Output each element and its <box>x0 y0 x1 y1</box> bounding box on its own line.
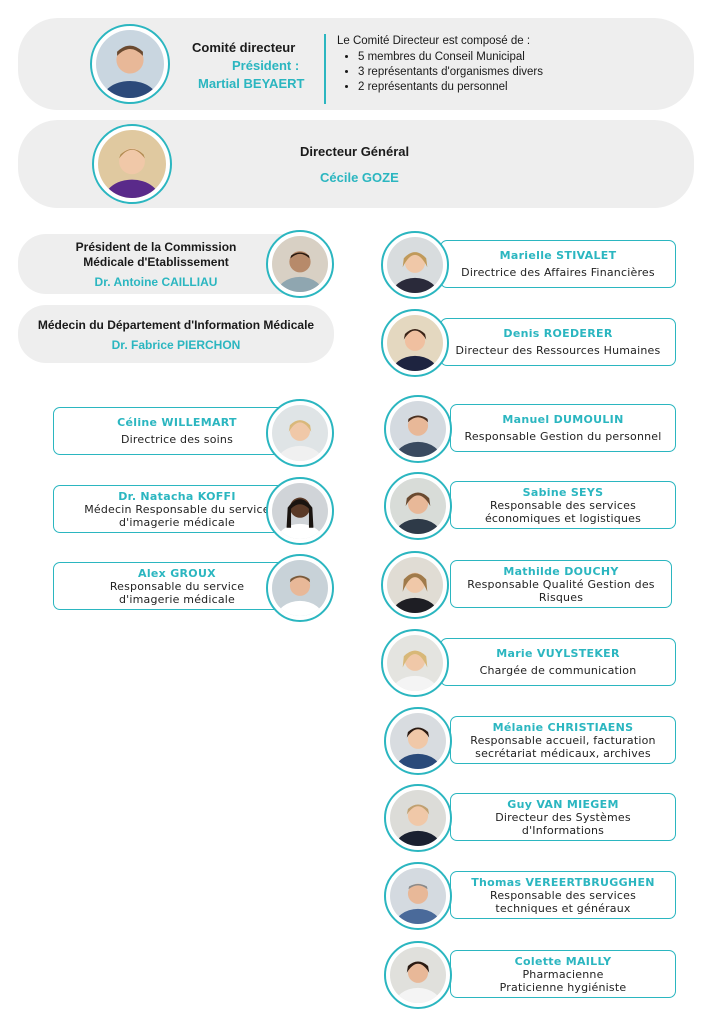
card-right-3: Sabine SEYS Responsable des services éco… <box>450 481 676 529</box>
card-right-8: Thomas VEREERTBRUGGHEN Responsable des s… <box>450 871 676 919</box>
card-role: Pharmacienne <box>522 967 604 981</box>
card-right-1: Denis ROEDERER Directeur des Ressources … <box>440 318 676 366</box>
avatar-left-0 <box>266 399 334 467</box>
card-name: Céline WILLEMART <box>117 416 237 429</box>
card-role: Directeur des Systèmes <box>495 810 631 824</box>
card-name: Manuel DUMOULIN <box>502 413 624 426</box>
composition-list: 5 membres du Conseil Municipal3 représen… <box>340 50 543 95</box>
card-name: Colette MAILLY <box>514 954 612 968</box>
card-name: Marie VUYLSTEKER <box>496 647 620 660</box>
dim-title: Médecin du Département d'Information Méd… <box>37 318 315 332</box>
director-name: Cécile GOZE <box>320 170 399 185</box>
president-label: Président : <box>232 58 300 73</box>
avatar-right-6 <box>384 707 452 775</box>
card-left-1: Dr. Natacha KOFFI Médecin Responsable du… <box>53 485 301 533</box>
card-role: Praticienne hygiéniste <box>499 980 627 994</box>
card-role: d'imagerie médicale <box>118 515 236 529</box>
card-name: Mathilde DOUCHY <box>503 564 619 578</box>
avatar-left-2 <box>266 554 334 622</box>
card-role: Responsable du service <box>109 579 245 593</box>
avatar-right-5 <box>381 629 449 697</box>
card-name: Thomas VEREERTBRUGGHEN <box>471 875 655 889</box>
card-role: Responsable Gestion du personnel <box>464 430 662 443</box>
card-role: Directrice des Affaires Financières <box>461 266 655 279</box>
card-left-2: Alex GROUX Responsable du service d'imag… <box>53 562 301 610</box>
card-right-2: Manuel DUMOULIN Responsable Gestion du p… <box>450 404 676 452</box>
avatar-right-7 <box>384 784 452 852</box>
composition-intro: Le Comité Directeur est composé de : <box>337 35 531 47</box>
card-role: Chargée de communication <box>479 664 637 677</box>
cme-title-line1: Président de la Commission <box>75 240 237 254</box>
card-name: Alex GROUX <box>138 566 216 580</box>
card-role: techniques et généraux <box>495 901 631 915</box>
card-role: Responsable des services <box>489 888 637 902</box>
card-name: Sabine SEYS <box>522 485 604 499</box>
composition-item: 5 membres du Conseil Municipal <box>358 50 543 65</box>
card-left-0: Céline WILLEMART Directrice des soins <box>53 407 301 455</box>
card-right-5: Marie VUYLSTEKER Chargée de communicatio… <box>440 638 676 686</box>
card-role: secrétariat médicaux, archives <box>475 746 651 760</box>
avatar-cme <box>266 230 334 298</box>
card-role: économiques et logistiques <box>484 511 642 525</box>
card-role: Directrice des soins <box>120 433 234 446</box>
president-name: Martial BEYAERT <box>198 76 305 91</box>
avatar-right-8 <box>384 862 452 930</box>
avatar-director <box>92 124 172 204</box>
director-title: Directeur Général <box>300 144 410 159</box>
card-name: Mélanie CHRISTIAENS <box>492 720 634 734</box>
avatar-right-9 <box>384 941 452 1009</box>
card-name: Marielle STIVALET <box>499 249 617 262</box>
card-right-0: Marielle STIVALET Directrice des Affaire… <box>440 240 676 288</box>
card-name: Guy VAN MIEGEM <box>507 797 619 811</box>
card-role: Directeur des Ressources Humaines <box>455 344 661 357</box>
dim-pill <box>18 305 334 363</box>
card-right-6: Mélanie CHRISTIAENS Responsable accueil,… <box>450 716 676 764</box>
composition-item: 2 représentants du personnel <box>358 80 543 95</box>
avatar-right-0 <box>381 231 449 299</box>
avatar-right-3 <box>384 472 452 540</box>
card-right-9: Colette MAILLY Pharmacienne Praticienne … <box>450 950 676 998</box>
divider-line <box>324 34 326 104</box>
card-role: d'imagerie médicale <box>118 592 236 606</box>
card-right-7: Guy VAN MIEGEM Directeur des Systèmes d'… <box>450 793 676 841</box>
avatar-right-4 <box>381 551 449 619</box>
avatar-left-1 <box>266 477 334 545</box>
avatar-right-1 <box>381 309 449 377</box>
cme-title-line2: Médicale d'Etablissement <box>83 255 229 269</box>
card-role: Responsable accueil, facturation <box>470 733 656 747</box>
card-role: d'Informations <box>521 823 605 837</box>
avatar-right-2 <box>384 395 452 463</box>
card-role: Médecin Responsable du service <box>84 502 270 516</box>
comite-title: Comité directeur <box>192 40 296 55</box>
card-name: Dr. Natacha KOFFI <box>118 489 236 503</box>
card-role: Responsable des services <box>489 498 637 512</box>
card-right-4: Mathilde DOUCHY Responsable Qualité Gest… <box>450 560 672 608</box>
card-role: Responsable Qualité Gestion des <box>467 577 655 591</box>
avatar-president <box>90 24 170 104</box>
card-name: Denis ROEDERER <box>503 327 613 340</box>
composition-item: 3 représentants d'organismes divers <box>358 65 543 80</box>
card-role: Risques <box>538 590 584 604</box>
cme-name: Dr. Antoine CAILLIAU <box>94 275 218 289</box>
dim-name: Dr. Fabrice PIERCHON <box>111 338 241 352</box>
